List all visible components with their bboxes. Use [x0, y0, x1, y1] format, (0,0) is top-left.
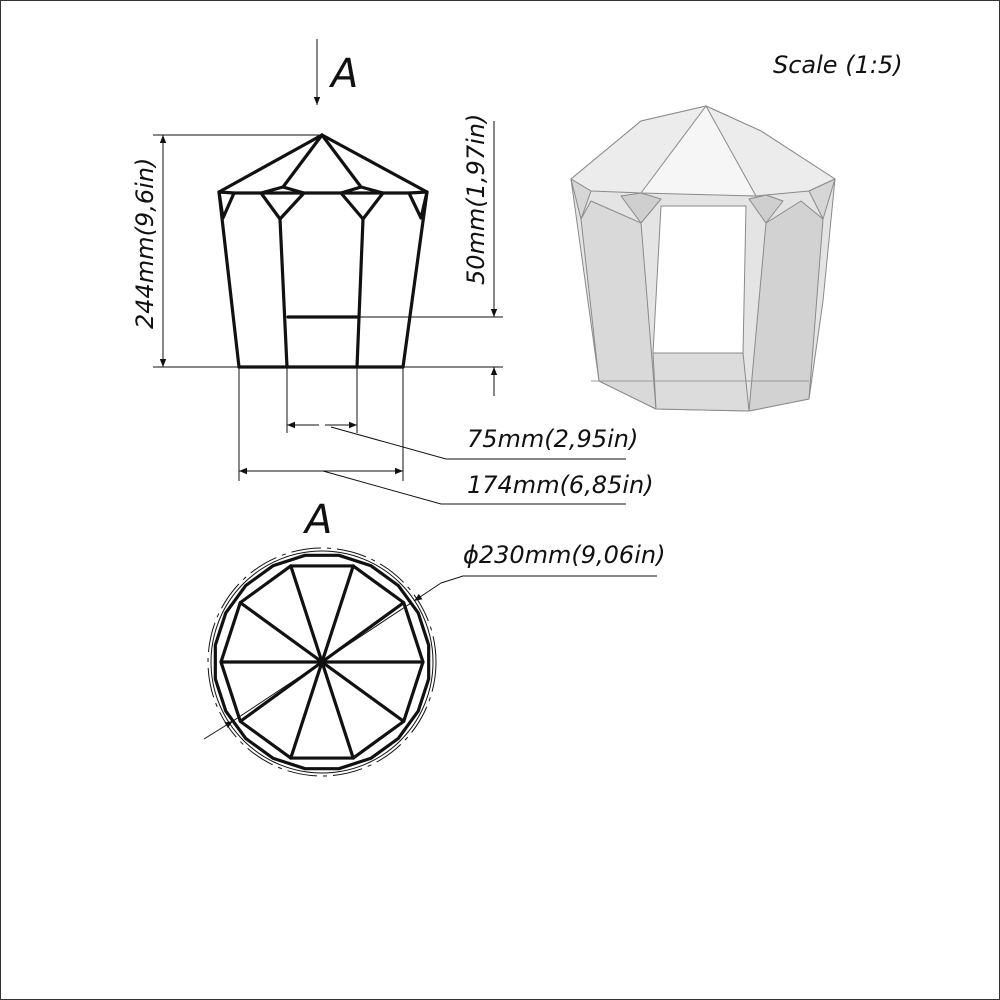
facet-spoke [289, 660, 324, 760]
view-a-arrow: A [313, 39, 358, 105]
facet-spoke [320, 660, 406, 723]
facet-spoke [238, 601, 324, 664]
front-view [217, 133, 429, 369]
dimension-height-total: 244mm(9,6in) [131, 134, 319, 368]
height-total-label: 244mm(9,6in) [131, 158, 159, 329]
base-width-label: 174mm(6,85in) [467, 471, 654, 499]
outer-facet-ring [213, 553, 431, 771]
facet-spoke [320, 564, 355, 664]
diameter-label: ϕ230mm(9,06in) [463, 541, 665, 569]
dimension-door-height: 50mm(1,97in) [358, 114, 503, 396]
dimension-base-width: 174mm(6,85in) [238, 367, 654, 505]
facet-spoke [320, 601, 406, 664]
door-height-label: 50mm(1,97in) [462, 114, 490, 285]
facet-spoke [320, 660, 355, 760]
door-width-label: 75mm(2,95in) [467, 425, 638, 453]
top-view [207, 547, 437, 777]
dimension-diameter: ϕ230mm(9,06in) [203, 541, 665, 740]
isometric-view [570, 105, 836, 412]
scale-label: Scale (1:5) [773, 51, 903, 79]
view-a-label: A [328, 51, 358, 97]
view-a-title: A [302, 497, 332, 543]
facet-spoke [238, 660, 324, 723]
facet-spoke [289, 564, 324, 664]
dimension-door-width: 75mm(2,95in) [286, 367, 638, 460]
